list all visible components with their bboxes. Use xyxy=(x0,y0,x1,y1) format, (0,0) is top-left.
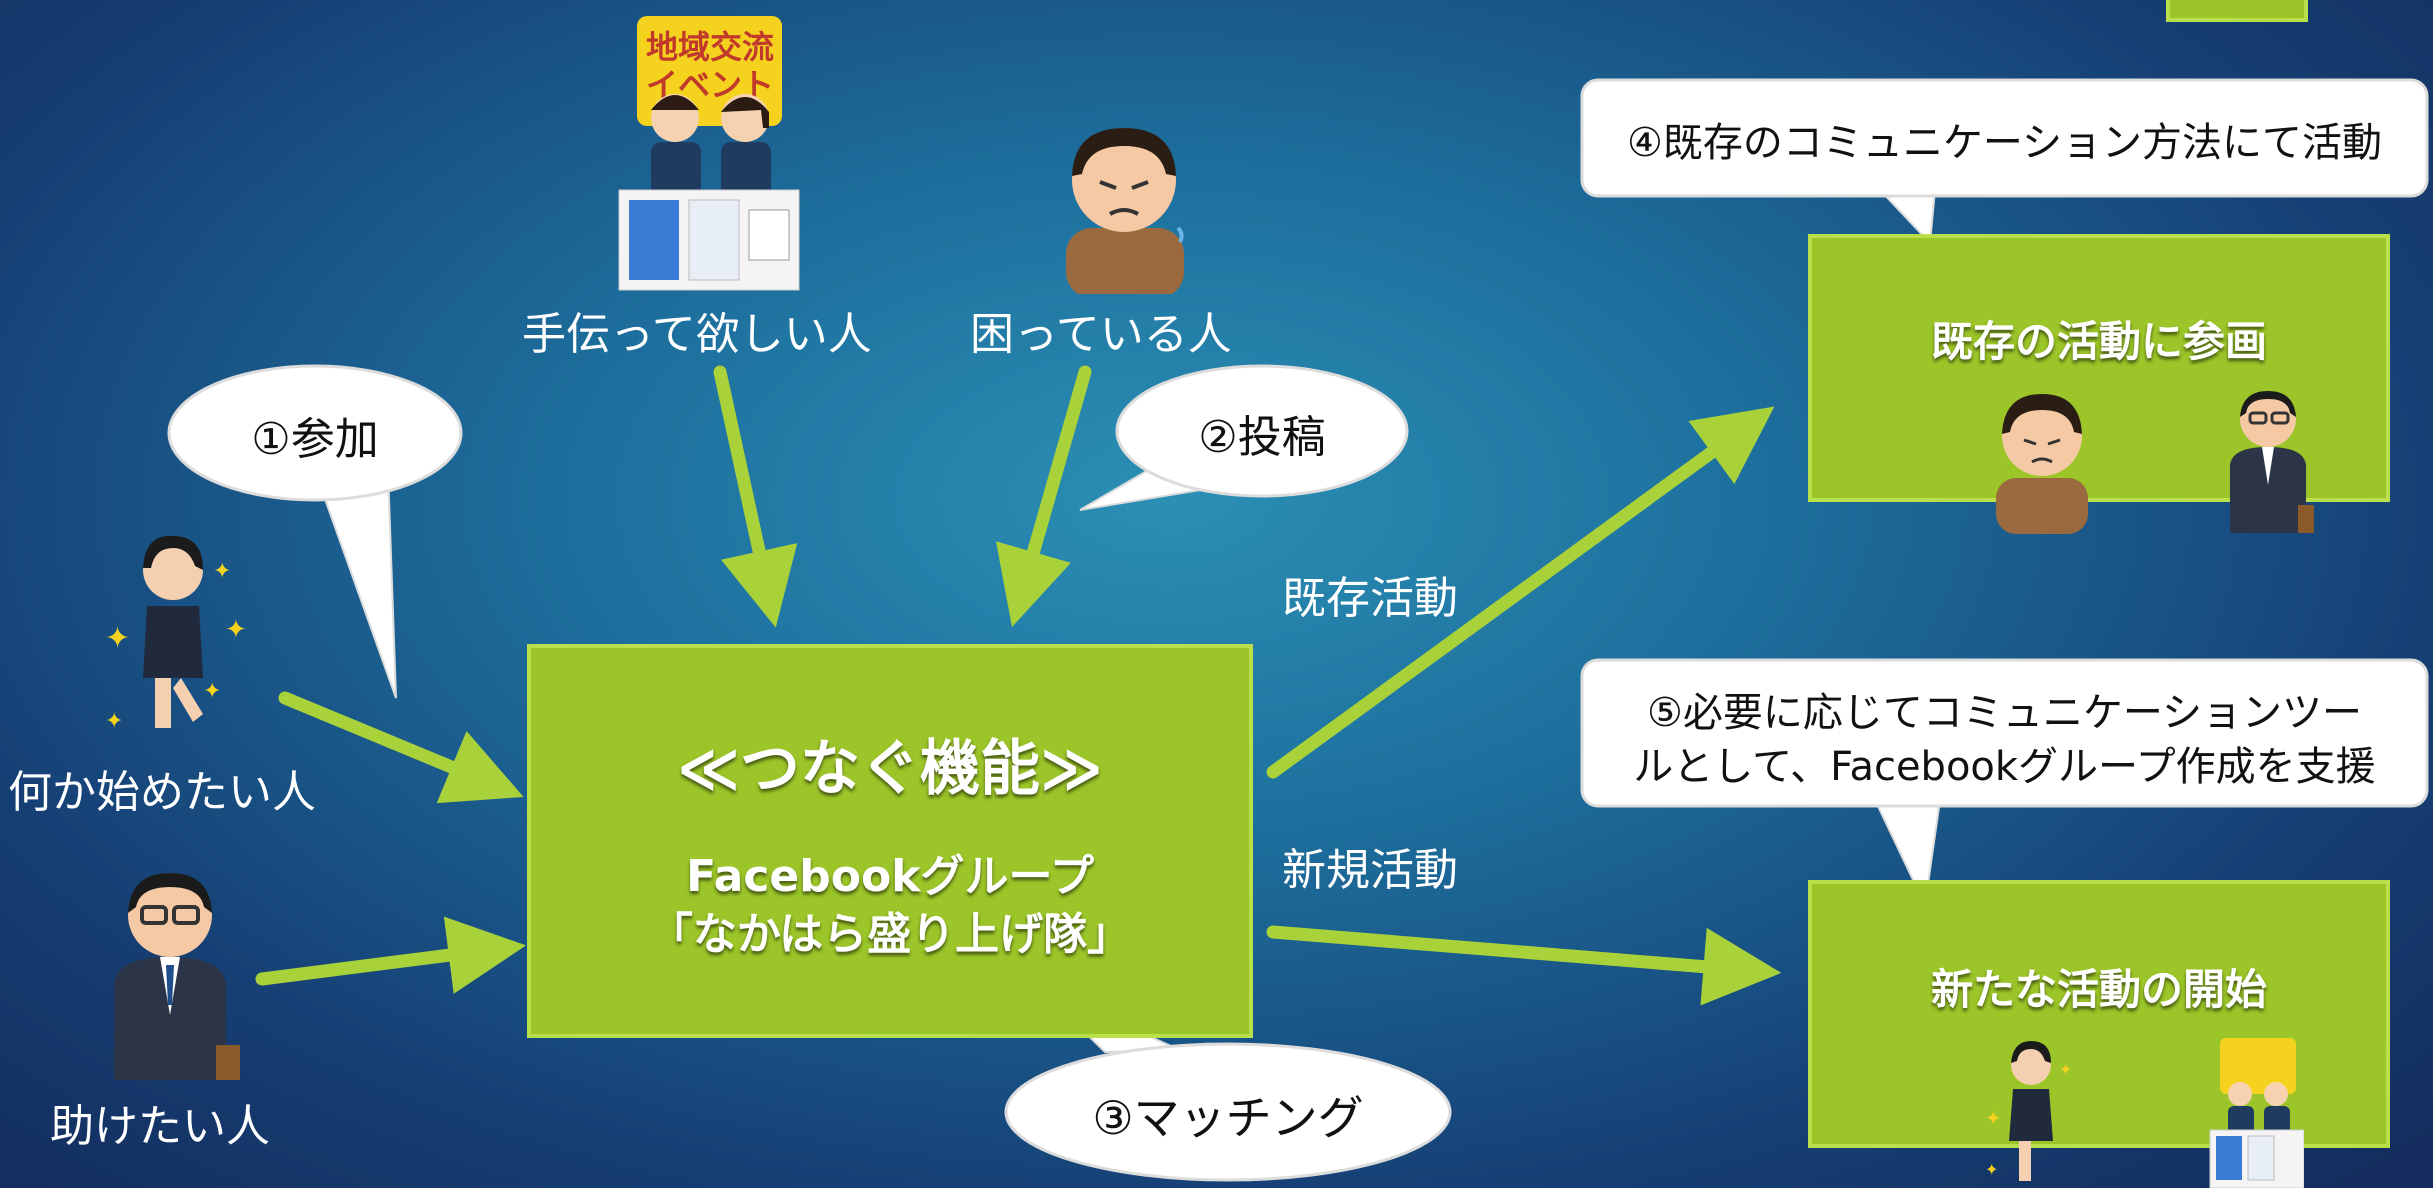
arrow-center-to-existing xyxy=(1266,406,1775,779)
new-activity-box: 新たな活動の開始 xyxy=(1808,880,2390,1148)
label-helper-wanted: 手伝って欲しい人 xyxy=(522,309,872,360)
existing-activity-title: 既存の活動に参画 xyxy=(1930,317,2267,366)
arrow-helper-to-center xyxy=(255,916,527,994)
bubble-join-text: ①参加 xyxy=(251,414,379,465)
businesswoman-icon: ✦ ✦ ✦ ✦ ✦ xyxy=(105,535,247,734)
bubble-existing-comm-text: ④既存のコミュニケーション方法にて活動 xyxy=(1626,120,2383,166)
arrow-center-to-new xyxy=(1266,925,1782,1006)
svg-text:✦: ✦ xyxy=(225,615,247,645)
bubble-post xyxy=(1079,364,1409,511)
bubble-support-line1: ⑤必要に応じてコミュニケーションツー xyxy=(1646,690,2363,736)
troubled-man-icon xyxy=(1066,128,1184,294)
svg-text:✦: ✦ xyxy=(2059,1060,2072,1079)
svg-text:✦: ✦ xyxy=(203,679,221,704)
bubble-post-text: ②投稿 xyxy=(1198,412,1326,463)
troubled-man-small-icon xyxy=(1996,394,2088,534)
svg-text:✦: ✦ xyxy=(213,559,231,584)
label-helper: 助けたい人 xyxy=(50,1101,270,1152)
businessman-icon xyxy=(114,873,240,1080)
event-booth-small-icon xyxy=(2209,1038,2304,1188)
corner-box xyxy=(2166,0,2308,22)
bubble-support xyxy=(1580,658,2429,909)
event-booth-icon: 地域交流 イベント xyxy=(618,16,800,291)
label-existing-activity: 既存活動 xyxy=(1282,573,1458,624)
connect-function-title: ≪つなぐ機能≫ xyxy=(677,734,1103,804)
facebook-group-line1: Facebookグループ xyxy=(686,851,1094,902)
new-activity-title: 新たな活動の開始 xyxy=(1930,965,2267,1014)
bubble-matching-text: ③マッチング xyxy=(1092,1091,1364,1145)
label-troubled: 困っている人 xyxy=(970,309,1232,360)
label-starter: 何か始めたい人 xyxy=(8,767,316,818)
connect-function-box: ≪つなぐ機能≫ Facebookグループ 「なかはら盛り上げ隊」 xyxy=(527,644,1253,1038)
event-sign-line1: 地域交流 xyxy=(646,28,774,66)
arrow-troubled-to-center xyxy=(995,365,1092,627)
arrow-helper-wanted-to-center xyxy=(713,365,798,628)
bubble-existing-comm xyxy=(1580,78,2429,246)
bubble-join xyxy=(167,364,463,699)
label-new-activity: 新規活動 xyxy=(1282,845,1458,896)
svg-text:✦: ✦ xyxy=(1985,1106,2002,1130)
businesswoman-small-icon: ✦ ✦ ✦ xyxy=(1985,1041,2072,1181)
arrow-starter-to-center xyxy=(278,691,524,804)
bubble-support-line2: ルとして、Facebookグループ作成を支援 xyxy=(1633,744,2376,790)
svg-text:✦: ✦ xyxy=(1985,1160,1998,1179)
svg-text:✦: ✦ xyxy=(105,621,130,656)
svg-text:✦: ✦ xyxy=(105,709,123,734)
businessman-small-icon xyxy=(2230,391,2314,533)
facebook-group-line2: 「なかはら盛り上げ隊」 xyxy=(648,909,1132,960)
